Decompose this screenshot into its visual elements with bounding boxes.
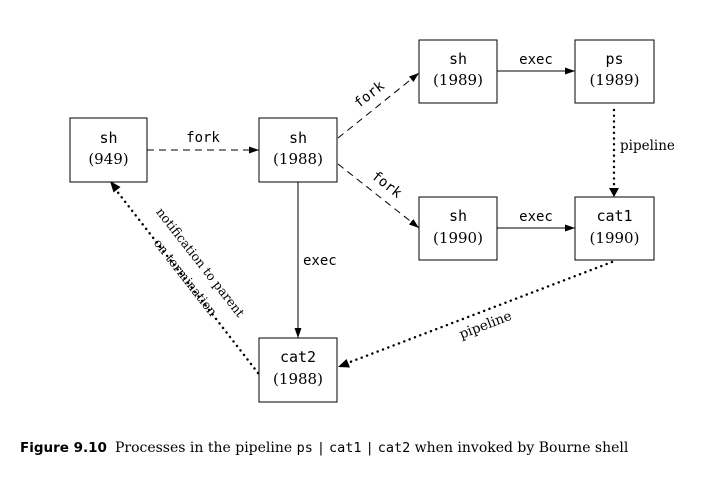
node-pid: (1990) [433,229,483,247]
node-command: ps [605,50,623,68]
node-sh-1990: sh (1990) [418,196,498,261]
caption-pipe-separator: | [365,440,374,456]
pipeline-edge-cat1-to-cat2 [343,260,614,366]
caption-text-after: when invoked by Bourne shell [414,440,629,456]
node-command: cat2 [280,348,316,366]
node-pid: (949) [88,150,128,168]
fork-label-949-to-1988: fork [186,130,220,146]
exec-label-1990-to-cat1: exec [519,209,553,225]
node-command: cat1 [596,207,632,225]
node-command: sh [289,129,307,147]
caption-command-cat2: cat2 [377,440,411,456]
exec-label-1989-to-ps: exec [519,52,553,68]
node-sh-1988: sh (1988) [258,117,338,183]
node-sh-1989: sh (1989) [418,39,498,104]
caption-command-cat1: cat1 [329,440,362,456]
node-pid: (1989) [433,71,483,89]
node-ps-1989: ps (1989) [574,39,655,104]
node-pid: (1989) [590,71,640,89]
pipeline-label-ps-to-cat1: pipeline [620,138,675,154]
pipeline-label-cat1-to-cat2: pipeline [457,308,514,343]
node-cat2-1988: cat2 (1988) [258,337,338,403]
fork-edge-1988-to-1990 [337,163,420,229]
node-pid: (1990) [590,229,640,247]
node-command: sh [449,207,467,225]
node-command: sh [99,129,117,147]
caption-text-before: Processes in the pipeline [114,440,293,456]
pipeline-arrowhead-ps-to-cat1 [609,188,619,197]
fork-label-1988-to-1989: fork [351,78,388,112]
notification-arrowhead-cat2-to-949 [110,181,121,193]
node-cat1-1990: cat1 (1990) [574,196,655,261]
notification-edge-cat2-to-949 [114,188,260,375]
exec-label-1988-to-cat2: exec [303,253,337,269]
caption-command-ps: ps [296,440,313,456]
node-pid: (1988) [273,150,323,168]
process-diagram: sh (949) sh (1988) sh (1989) ps (1989) s… [69,39,675,403]
node-pid: (1988) [273,370,323,388]
node-sh-949: sh (949) [69,117,148,183]
pipeline-arrowhead-cat1-to-cat2 [338,359,350,368]
fork-label-1988-to-1990: fork [368,168,405,202]
caption-pipe-separator: | [316,440,326,456]
node-command: sh [449,50,467,68]
fork-edge-1988-to-1989 [337,72,420,139]
figure-label: Figure 9.10 [20,440,107,456]
